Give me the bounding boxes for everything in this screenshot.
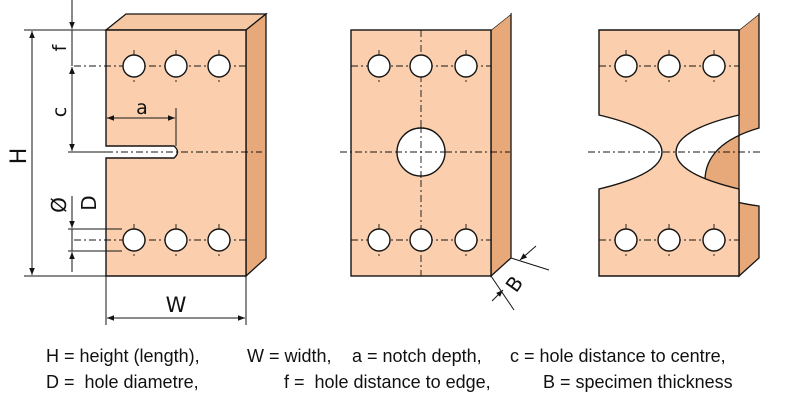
waisted-specimen-hole-1: [614, 54, 638, 78]
caption-specimen-thickness: B = specimen thickness: [543, 372, 733, 392]
label-h: H: [7, 148, 32, 165]
waisted-specimen-front-face: [598, 29, 740, 277]
notched-specimen-hole-3: [207, 54, 231, 78]
centre-hole-specimen-hole-1: [367, 54, 391, 78]
waisted-specimen-hole-3: [702, 54, 726, 78]
label-d: D: [77, 195, 101, 210]
caption-height: H = height (length),: [46, 346, 200, 366]
label-c: c: [49, 107, 71, 117]
notched-specimen-front-face: [105, 29, 247, 277]
waisted-specimen-hole-4: [614, 228, 638, 252]
centre-hole-specimen-hole-2: [409, 54, 433, 78]
centre-hole-specimen-hole-5: [409, 228, 433, 252]
caption-hole-distance-centre: c = hole distance to centre,: [510, 346, 726, 366]
label-w: W: [166, 293, 187, 317]
label-a: a: [136, 97, 148, 119]
notched-specimen-side-face: [245, 12, 267, 278]
caption-width: W = width,: [247, 346, 332, 366]
notched-specimen: [74, 12, 268, 278]
label-b: B: [500, 271, 528, 296]
waisted-specimen-hole-2: [657, 54, 681, 78]
notched-specimen-hole-5: [164, 228, 188, 252]
label-diameter-symbol: Ø: [47, 197, 71, 213]
caption-hole-diametre: D = hole diametre,: [46, 372, 199, 392]
thickness-dimension: [490, 245, 550, 311]
waisted-specimen: [588, 12, 760, 278]
centre-hole-specimen-hole-6: [454, 228, 478, 252]
centre-hole-specimen-side-face: [490, 12, 512, 278]
centre-hole-specimen-hole-4: [367, 228, 391, 252]
notched-specimen-hole-1: [122, 54, 146, 78]
caption-hole-distance-edge: f = hole distance to edge,: [284, 372, 491, 392]
centre-hole-specimen: [340, 12, 512, 278]
notched-specimen-hole-6: [207, 228, 231, 252]
centre-hole-specimen-hole-3: [454, 54, 478, 78]
waisted-specimen-hole-5: [657, 228, 681, 252]
waisted-specimen-hole-6: [702, 228, 726, 252]
caption-notch-depth: a = notch depth,: [352, 346, 482, 366]
notched-specimen-top-face: [104, 13, 268, 31]
notched-specimen-hole-4: [122, 228, 146, 252]
label-f: f: [49, 43, 71, 51]
dimension-lines: [24, 0, 247, 325]
notched-specimen-hole-2: [164, 54, 188, 78]
